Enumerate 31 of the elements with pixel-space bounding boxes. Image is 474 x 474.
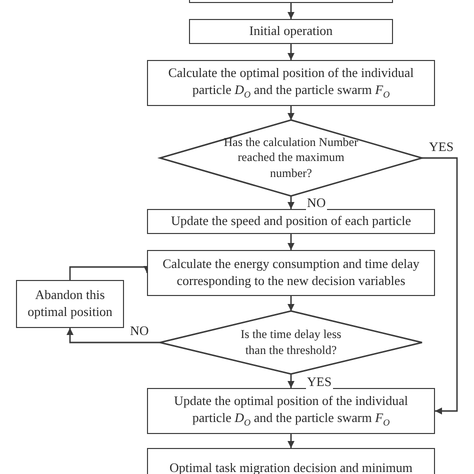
edge-label: NO: [129, 324, 150, 338]
step-text: Initial operation: [248, 23, 334, 40]
decision-diamond: [160, 311, 422, 374]
process-box: [147, 60, 435, 106]
step-text: Calculate the energy consumption and time delay corresponding to the new decision variables: [162, 256, 420, 290]
edge-label: NO: [306, 196, 327, 210]
step-text: Abandon this optimal position: [26, 287, 114, 321]
arrow: [288, 434, 294, 448]
edge-label: YES: [306, 375, 333, 390]
arrow: [288, 296, 294, 311]
process-box: [189, 19, 393, 44]
arrow: [288, 3, 294, 19]
step-text: Is the time delay less than the threshold?: [240, 326, 342, 358]
step-text: Has the calculation Number reached the maximum number?: [222, 134, 360, 182]
process-box: [147, 388, 435, 434]
arrow: [66, 328, 160, 344]
arrow: [288, 106, 294, 120]
arrow: [288, 374, 294, 388]
step-text: Calculate the optimal position of the individual particle D$_{O}$ and the particle swarm F$_{O}$: [167, 64, 415, 102]
step-text: Update the speed and position of each particle: [170, 213, 412, 230]
process-box: [147, 250, 435, 296]
arrow: [422, 157, 458, 414]
process-box: [16, 280, 124, 328]
step-text: Optimal task migration decision and minimum: [168, 460, 414, 474]
step-text: Update the optimal position of the individual particle D$_{O}$ and the particle swarm F$_{O}$: [173, 392, 409, 430]
edge-label: YES: [428, 140, 455, 154]
arrow: [288, 44, 294, 60]
arrow: [288, 196, 294, 209]
process-box: [147, 209, 435, 234]
arrow: [288, 234, 294, 250]
decision-diamond: [160, 120, 422, 196]
